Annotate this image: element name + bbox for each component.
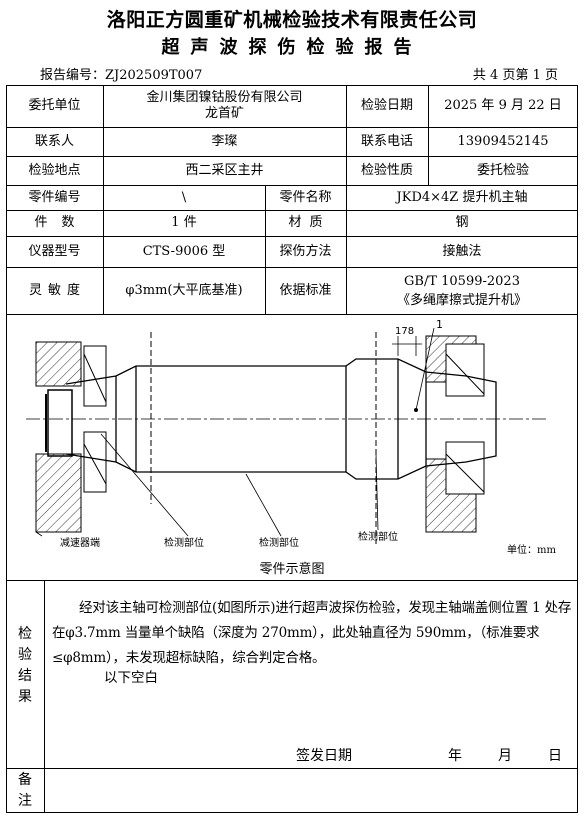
sensitivity-label: 灵敏度 xyxy=(28,282,86,298)
site-value: 西二采区主井 xyxy=(185,162,264,178)
standard-line1: GB/T 10599-2023 xyxy=(404,273,520,289)
result-label-char: 检 xyxy=(18,626,32,642)
part-no-value: \ xyxy=(181,189,187,205)
instrument-label: 仪器型号 xyxy=(28,243,81,259)
grid-line xyxy=(6,210,578,211)
part-name-label: 零件名称 xyxy=(279,189,332,205)
grid-line xyxy=(6,127,578,128)
material-label: 材质 xyxy=(288,215,331,230)
defect-marker-1: 1 xyxy=(436,318,443,331)
remarks-label: 备 注 xyxy=(10,770,40,812)
grid-line xyxy=(346,85,347,314)
result-text: 经对该主轴可检测部位(如图所示)进行超声波探伤检验，发现主轴端盖侧位置 1 处存… xyxy=(52,600,572,666)
nature-label: 检验性质 xyxy=(360,162,413,178)
contact-value: 李璨 xyxy=(211,133,238,149)
report-frame xyxy=(6,85,578,813)
grid-line xyxy=(6,185,578,186)
label-detect-2: 检测部位 xyxy=(259,536,299,549)
company-name: 洛阳正方圆重矿机械检验技术有限责任公司 xyxy=(106,9,478,31)
material-value: 钢 xyxy=(455,215,469,230)
issue-year: 年 xyxy=(448,748,462,764)
report-number: 报告编号：ZJ202509T007 xyxy=(40,68,203,83)
phone-label: 联系电话 xyxy=(360,133,413,149)
blank-note: 以下空白 xyxy=(104,670,158,686)
client-label: 委托单位 xyxy=(28,98,81,113)
instrument-value: CTS-9006 型 xyxy=(142,243,226,259)
phone-value: 13909452145 xyxy=(457,133,549,149)
right-bearing-block xyxy=(425,335,485,533)
client-line1: 金川集团镍钴股份有限公司 xyxy=(146,90,303,105)
grid-line xyxy=(6,580,578,581)
result-label: 检 验 结 果 xyxy=(10,624,40,708)
nature-value: 委托检验 xyxy=(476,162,529,178)
contact-label: 联系人 xyxy=(34,133,74,149)
dimension-178: 178 xyxy=(395,326,414,337)
grid-line xyxy=(44,580,45,813)
client-line2: 龙首矿 xyxy=(204,106,244,121)
sensitivity-value: φ3mm(大平底基准) xyxy=(125,282,243,298)
issue-month: 月 xyxy=(498,748,512,764)
grid-line xyxy=(6,768,578,769)
grid-line xyxy=(6,267,578,268)
grid-line xyxy=(103,85,104,314)
date-value: 2025 年 9 月 22 日 xyxy=(444,98,562,113)
result-label-char: 结 xyxy=(18,668,32,684)
shaft-drawing: 178 1 减速器端 检测部位 检测部位 检测部位 xyxy=(26,318,546,549)
qty-value: 1 件 xyxy=(171,215,197,230)
grid-line xyxy=(428,85,429,185)
result-label-char: 果 xyxy=(18,689,32,705)
site-label: 检验地点 xyxy=(28,162,81,178)
label-detect-1: 检测部位 xyxy=(164,536,204,549)
standard-value: GB/T 10599-2023 《多绳摩擦式提升机》 xyxy=(346,267,578,314)
page-info: 共 4 页第 1 页 xyxy=(472,68,558,83)
left-bearing-block xyxy=(35,341,107,533)
issue-day: 日 xyxy=(548,748,562,764)
part-no-label: 零件编号 xyxy=(28,189,81,205)
label-reducer-end: 减速器端 xyxy=(60,536,100,549)
grid-line xyxy=(265,185,266,314)
part-name-value: JKD4×4Z 提升机主轴 xyxy=(396,189,528,205)
drawing-caption: 零件示意图 xyxy=(259,562,325,577)
grid-line xyxy=(6,156,578,157)
result-label-char: 验 xyxy=(18,647,32,663)
client-value: 金川集团镍钴股份有限公司 龙首矿 xyxy=(103,85,346,127)
standard-line2: 《多绳摩擦式提升机》 xyxy=(396,292,527,308)
remarks-content[interactable] xyxy=(46,770,576,812)
remarks-label-char: 备 xyxy=(18,772,32,788)
grid-line xyxy=(6,236,578,237)
standard-label: 依据标准 xyxy=(279,282,332,298)
label-detect-3: 检测部位 xyxy=(358,530,398,543)
method-value: 接触法 xyxy=(442,243,482,259)
date-label: 检验日期 xyxy=(360,98,413,113)
report-title: 超声波探伤检验报告 xyxy=(161,37,423,58)
issue-date-label: 签发日期 xyxy=(296,748,352,764)
method-label: 探伤方法 xyxy=(279,243,332,259)
qty-label: 件数 xyxy=(34,215,89,230)
remarks-label-char: 注 xyxy=(18,793,32,809)
unit-label: 单位：mm xyxy=(507,545,556,556)
grid-line xyxy=(6,314,578,315)
